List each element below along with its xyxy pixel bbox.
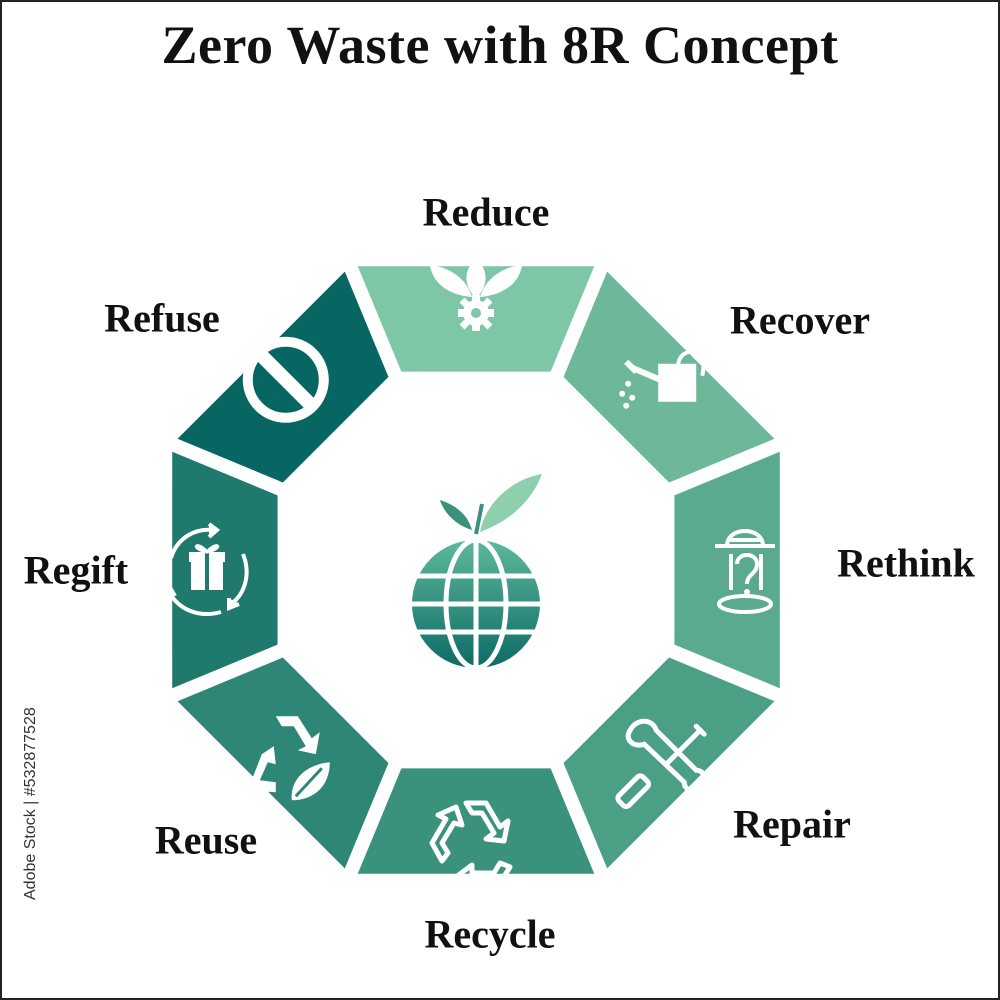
watering-can-icon xyxy=(619,350,706,409)
label-recover: Recover xyxy=(730,297,870,343)
label-reuse: Reuse xyxy=(154,817,258,863)
globe-with-leaf-icon xyxy=(412,474,542,671)
no-sign-icon xyxy=(242,336,329,423)
wrench-screwdriver-icon xyxy=(615,718,708,810)
segment-reuse xyxy=(177,657,389,869)
segment-rethink xyxy=(674,451,780,689)
segment-recycle xyxy=(357,768,595,874)
reuse-arrows-leaf-icon xyxy=(247,716,330,801)
segment-regift xyxy=(172,451,278,689)
label-refuse: Refuse xyxy=(104,295,220,341)
label-repair: Repair xyxy=(733,801,851,847)
recycle-icon xyxy=(429,800,513,894)
stock-watermark-id: Adobe Stock | #532877528 xyxy=(22,707,39,900)
label-reduce: Reduce xyxy=(422,189,550,235)
gift-cycle-icon xyxy=(161,522,249,616)
label-rethink: Rethink xyxy=(837,540,975,586)
detective-question-icon xyxy=(715,529,775,614)
label-regift: Regift xyxy=(23,547,129,593)
page-title: Zero Waste with 8R Concept xyxy=(161,15,839,75)
label-recycle: Recycle xyxy=(424,911,556,957)
